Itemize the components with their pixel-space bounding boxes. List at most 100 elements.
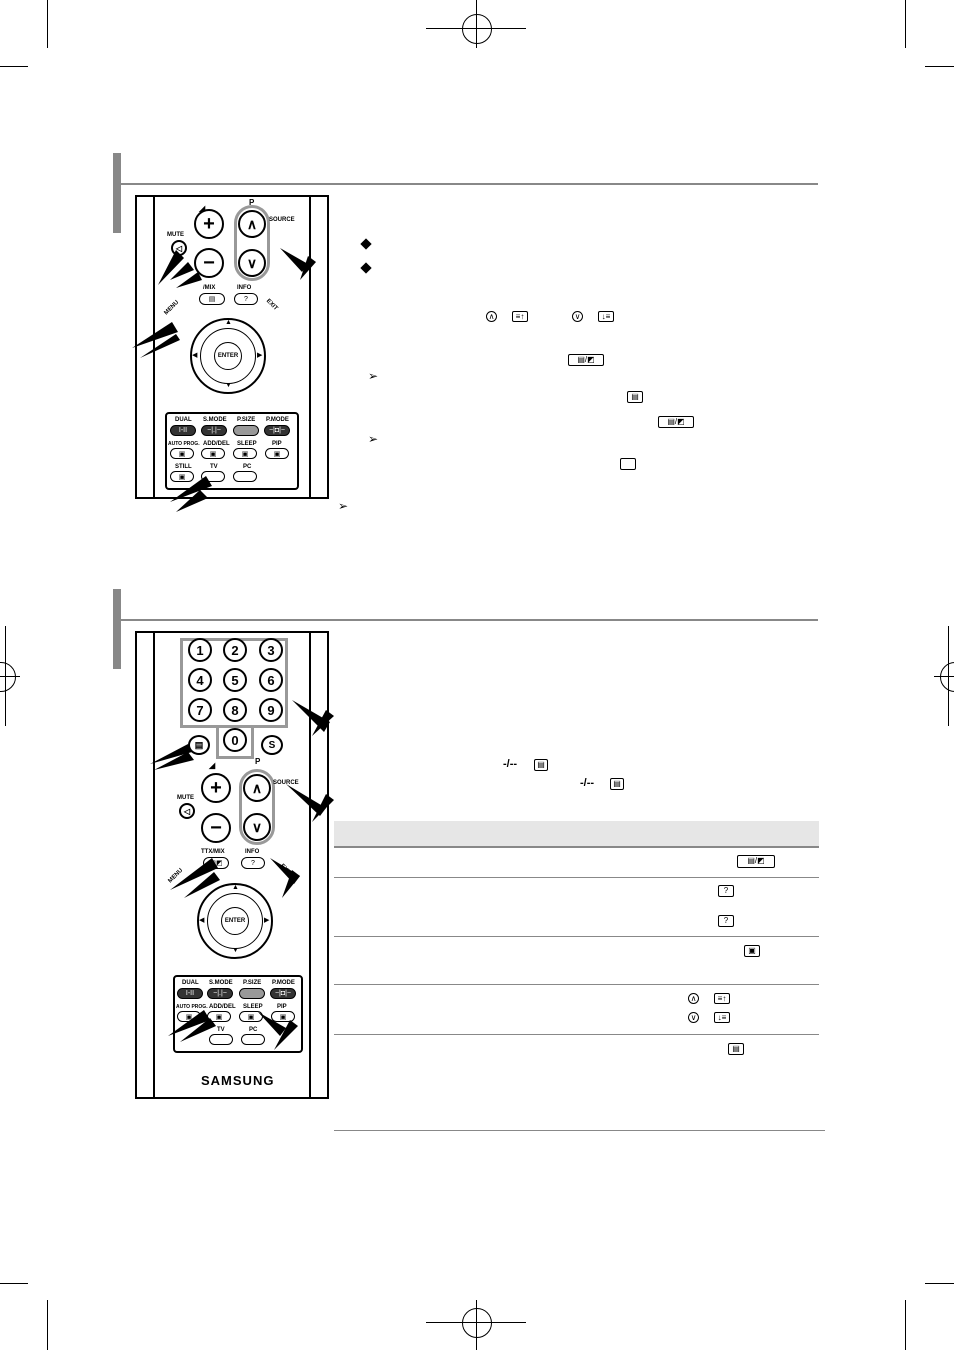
info-button[interactable]: ?	[241, 857, 265, 869]
psize-button[interactable]	[233, 425, 259, 436]
registration-mark	[462, 14, 492, 44]
note-arrow-icon: ➢	[368, 432, 379, 446]
channel-down-button[interactable]: ∨	[238, 249, 266, 277]
digit-4-button[interactable]: 4	[188, 668, 212, 692]
digit-8-button[interactable]: 8	[223, 698, 247, 722]
remote-illustration-1: ◢ P + − ∧ ∨ MUTE ◁ SOURCE /MIX ▤ INFO ? …	[135, 195, 329, 499]
registration-mark	[940, 662, 954, 692]
crop-mark	[476, 1300, 477, 1350]
pointer-arrow	[312, 794, 334, 822]
info-button[interactable]: ?	[234, 293, 258, 305]
teletext-icon: ▤	[627, 391, 643, 403]
diamond-bullet-icon	[360, 238, 372, 250]
prev-channel-button[interactable]: S	[261, 735, 283, 755]
add-del-label: ADD/DEL	[203, 441, 230, 447]
pmode-button[interactable]: −|◘|−	[270, 988, 296, 999]
teletext-subpage-button[interactable]: ▤	[188, 735, 210, 755]
auto-prog-button[interactable]: ▣	[170, 448, 194, 459]
digit-5-button[interactable]: 5	[223, 668, 247, 692]
navigation-ring[interactable]	[197, 883, 273, 959]
teletext-mix-icon: ▤/◩	[658, 416, 694, 428]
enter-button[interactable]: ENTER	[214, 342, 242, 370]
add-del-button[interactable]: ▣	[201, 448, 225, 459]
pointer-arrow	[312, 710, 334, 736]
pointer-arrow	[184, 872, 220, 898]
source-label: SOURCE	[273, 780, 299, 786]
crop-mark	[905, 0, 906, 48]
pointer-arrow	[286, 784, 326, 816]
sleep-button[interactable]: ▣	[233, 448, 257, 459]
pip-button[interactable]: ▣	[271, 1011, 295, 1022]
mute-button[interactable]: ◁	[179, 803, 195, 819]
pointer-arrow	[150, 744, 192, 764]
pointer-arrow	[274, 1020, 298, 1050]
volume-down-button[interactable]: −	[194, 248, 224, 278]
table-row-divider	[334, 1034, 819, 1035]
teletext-size-icon: ▤	[728, 1043, 744, 1055]
smode-button[interactable]: −|.|−	[201, 425, 227, 436]
crop-mark	[476, 0, 477, 48]
enter-button[interactable]: ENTER	[221, 907, 249, 935]
channel-down-button[interactable]: ∨	[243, 813, 271, 841]
info-label: INFO	[237, 285, 252, 291]
psize-button[interactable]	[239, 988, 265, 999]
digit-1-button[interactable]: 1	[188, 638, 212, 662]
ttx-mix-button[interactable]: ▤	[199, 293, 225, 305]
reveal-icon: ?	[718, 915, 734, 927]
crop-mark	[948, 626, 949, 726]
still-label: STILL	[175, 464, 192, 470]
remote-body	[153, 633, 311, 1097]
pointer-arrow	[140, 334, 180, 358]
up-arrow-icon: ▲	[225, 319, 232, 326]
remote-illustration-2: 1 2 3 4 5 6 7 8 9 0 ▤ S ◢ P + − ∧ ∨ MUTE…	[135, 631, 329, 1099]
volume-down-button[interactable]: −	[201, 813, 231, 843]
crop-mark	[47, 1300, 48, 1350]
digit-9-button[interactable]: 9	[259, 698, 283, 722]
pip-button[interactable]: ▣	[265, 448, 289, 459]
volume-up-button[interactable]: +	[201, 773, 231, 803]
enter-label: ENTER	[217, 353, 239, 359]
dual-label: DUAL	[182, 980, 199, 986]
volume-icon: ◢	[209, 761, 216, 770]
pointer-arrows-1	[132, 248, 316, 512]
tv-button[interactable]	[201, 471, 225, 482]
mute-label: MUTE	[167, 232, 184, 238]
navigation-ring[interactable]	[190, 318, 266, 394]
auto-prog-label: AUTO PROG.	[168, 441, 200, 447]
digit-7-button[interactable]: 7	[188, 698, 212, 722]
dual-button[interactable]: I-II	[177, 988, 203, 999]
crop-mark	[925, 66, 954, 67]
digit-3-button[interactable]: 3	[259, 638, 283, 662]
left-arrow-icon: ◀	[199, 917, 205, 924]
still-button[interactable]: ▣	[170, 471, 194, 482]
pc-label: PC	[243, 464, 252, 470]
table-row-divider	[334, 984, 819, 985]
pointer-arrow	[170, 262, 194, 280]
tv-label: TV	[210, 464, 218, 470]
crop-mark	[426, 28, 526, 29]
pc-button[interactable]	[241, 1034, 265, 1045]
psize-label: P.SIZE	[237, 417, 256, 423]
channel-up-button[interactable]: ∧	[238, 210, 266, 238]
tv-button[interactable]	[209, 1034, 233, 1045]
pmode-button[interactable]: −|◘|−	[264, 425, 290, 436]
digit-6-button[interactable]: 6	[259, 668, 283, 692]
crop-mark	[0, 66, 28, 67]
add-del-label: ADD/DEL	[209, 1004, 236, 1010]
pointer-arrow	[132, 322, 178, 348]
pointer-arrow	[258, 1012, 286, 1036]
navigation-ring-inner	[200, 328, 256, 384]
digit-0-button[interactable]: 0	[223, 728, 247, 752]
teletext-hold-icon: ▤	[534, 759, 548, 771]
channel-label: P	[249, 198, 255, 207]
pc-button[interactable]	[233, 471, 257, 482]
dual-button[interactable]: I-II	[170, 425, 196, 436]
volume-up-button[interactable]: +	[194, 209, 224, 239]
mix-label: /MIX	[203, 285, 216, 291]
channel-up-button[interactable]: ∧	[243, 774, 271, 802]
pointer-arrow	[300, 256, 316, 280]
smode-button[interactable]: −|.|−	[207, 988, 233, 999]
number-pad-highlight-bottom	[216, 725, 254, 759]
teletext-page-up-icon: ≡↑	[512, 311, 528, 322]
digit-2-button[interactable]: 2	[223, 638, 247, 662]
